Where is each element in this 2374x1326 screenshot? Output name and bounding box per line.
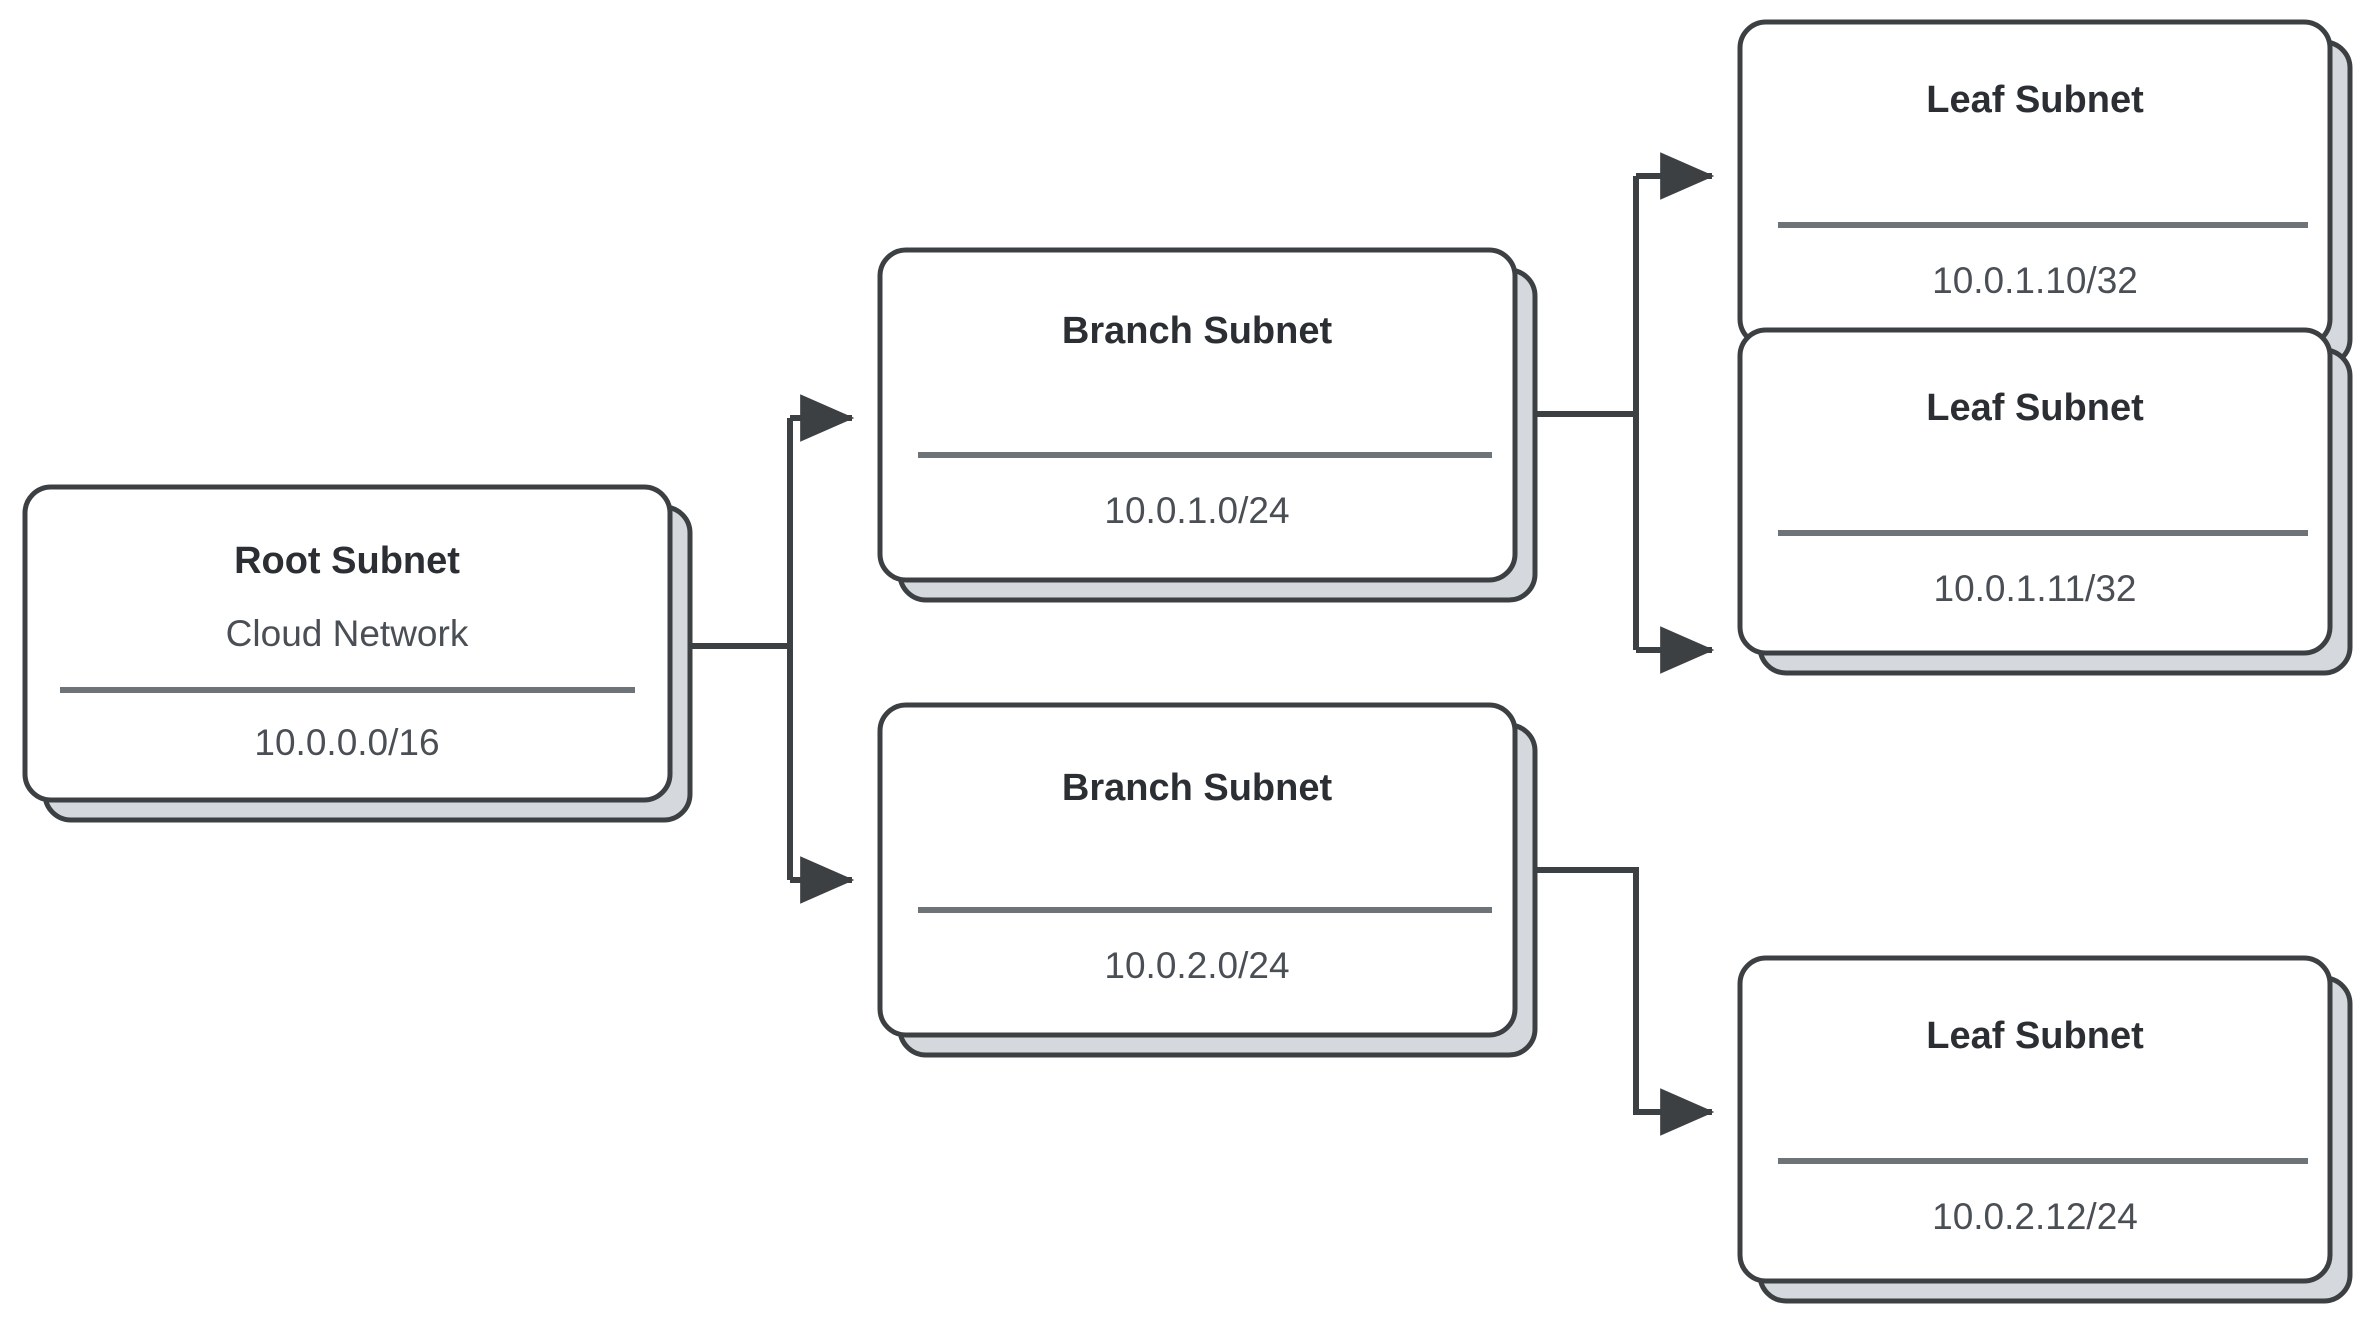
leaf-3-card-title: Leaf Subnet [1926, 1015, 2144, 1057]
leaf-1-card-title: Leaf Subnet [1926, 79, 2144, 121]
branch-1-card-cidr: 10.0.1.0/24 [1104, 490, 1289, 531]
root-card-title: Root Subnet [234, 540, 460, 582]
leaf-2-card-cidr: 10.0.1.11/32 [1934, 568, 2137, 609]
node-branch-subnet-2[interactable]: Branch Subnet 10.0.2.0/24 [877, 702, 1538, 1058]
root-card [22, 484, 673, 803]
node-leaf-subnet-2[interactable]: Leaf Subnet 10.0.1.11/32 [1737, 327, 2353, 676]
node-leaf-subnet-3[interactable]: Leaf Subnet 10.0.2.12/24 [1737, 955, 2353, 1304]
edge-branch-2-leaf-3 [1516, 867, 1715, 1136]
branch-2-card [877, 702, 1518, 1038]
root-card-cidr: 10.0.0.0/16 [254, 722, 439, 763]
connector-layer [672, 152, 1715, 1136]
branch-1-card [877, 247, 1518, 583]
branch-1-card-title: Branch Subnet [1062, 310, 1333, 352]
leaf-1-card-cidr: 10.0.1.10/32 [1932, 260, 2138, 301]
node-root-subnet[interactable]: Root Subnet Cloud Network 10.0.0.0/16 [22, 484, 693, 823]
leaf-3-card [1737, 955, 2333, 1284]
branch-2-card-cidr: 10.0.2.0/24 [1104, 945, 1289, 986]
root-card-subtitle: Cloud Network [226, 613, 469, 654]
node-branch-subnet-1[interactable]: Branch Subnet 10.0.1.0/24 [877, 247, 1538, 603]
leaf-2-card [1737, 327, 2333, 656]
leaf-2-card-title: Leaf Subnet [1926, 387, 2144, 429]
leaf-3-card-cidr: 10.0.2.12/24 [1932, 1196, 2138, 1237]
node-leaf-subnet-1[interactable]: Leaf Subnet 10.0.1.10/32 [1737, 19, 2353, 368]
branch-2-card-title: Branch Subnet [1062, 767, 1333, 809]
